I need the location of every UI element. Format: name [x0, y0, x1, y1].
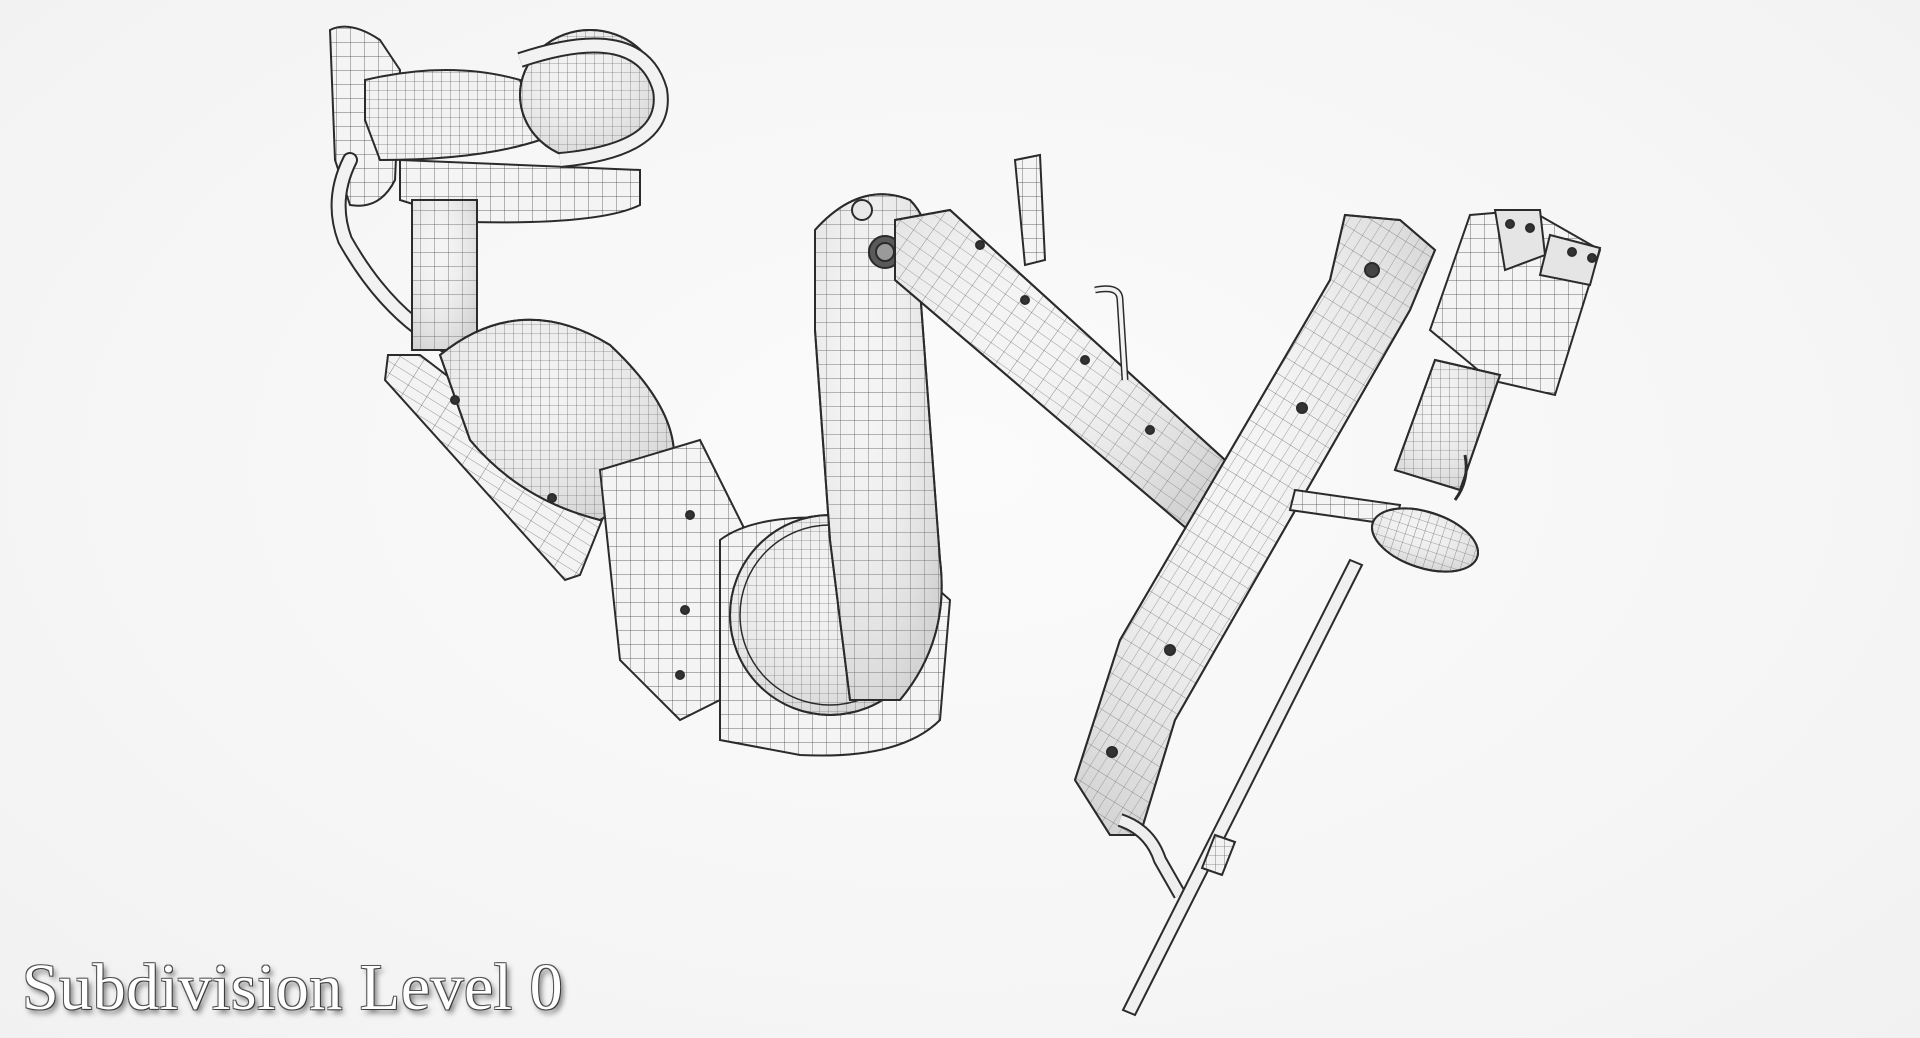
- instrument-rail: [1073, 213, 1437, 899]
- instrument-shaft: [1121, 558, 1364, 1017]
- forearm: [894, 153, 1232, 546]
- subdivision-level-caption: Subdivision Level 0: [22, 951, 564, 1024]
- shoulder-mount: [328, 25, 669, 358]
- upper-column: [411, 199, 478, 351]
- tool-head: [1370, 208, 1602, 573]
- upright-link: [814, 193, 943, 701]
